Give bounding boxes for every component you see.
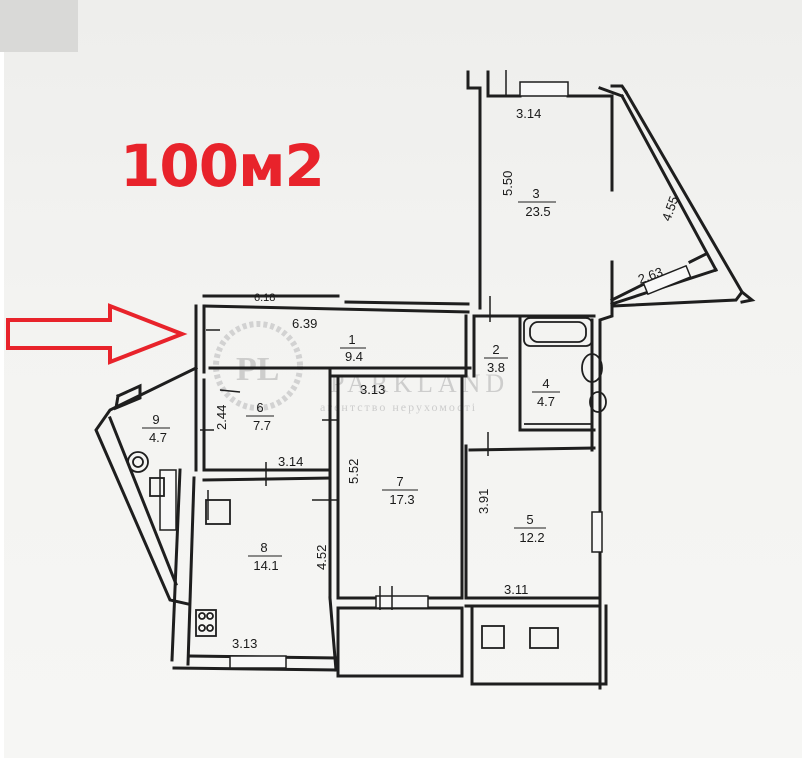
dim-room5-bottom: 3.11 (504, 582, 528, 597)
room-6-number: 6 (256, 400, 263, 415)
room-8-area: 14.1 (253, 558, 278, 573)
room-4: 4 4.7 (532, 376, 560, 409)
window-room8 (229, 655, 287, 669)
window-room5 (591, 511, 603, 553)
dim-hall-top: 6.18 (254, 292, 275, 304)
room-4-area: 4.7 (537, 394, 555, 409)
room-9-area: 4.7 (149, 430, 167, 445)
balcony-fixture-right (529, 627, 559, 649)
room-8: 8 14.1 (248, 540, 282, 573)
room-5: 5 12.2 (514, 512, 546, 545)
room-3-number: 3 (532, 186, 539, 201)
dim-hall-width: 6.39 (292, 316, 317, 331)
watermark-brand: PARKLAND (330, 369, 509, 398)
room-1-area: 9.4 (345, 349, 363, 364)
sink-balcony (149, 477, 165, 497)
sanitary-fixtures (127, 317, 607, 649)
paper-background (4, 0, 802, 758)
dimension-labels: 3.14 5.50 4.55 2.63 6.39 6.18 3.13 2.44 … (214, 106, 681, 651)
balcony-fixture-left (481, 625, 505, 649)
bathtub (523, 317, 593, 347)
room-7-area: 17.3 (389, 492, 414, 507)
dim-room7-top: 3.13 (360, 382, 385, 397)
walls (94, 70, 756, 690)
toilet-balcony (127, 451, 149, 473)
room-7-number: 7 (396, 474, 403, 489)
entrance-arrow (6, 303, 188, 365)
dim-room8-bottom: 3.13 (232, 636, 257, 651)
room-5-number: 5 (526, 512, 533, 527)
room-6: 6 7.7 (246, 400, 274, 433)
window-room3 (519, 81, 569, 97)
dim-room6-side: 2.44 (214, 405, 229, 430)
room-2-number: 2 (492, 342, 499, 357)
room-3-area: 23.5 (525, 204, 550, 219)
stove (195, 609, 217, 637)
room-5-area: 12.2 (519, 530, 544, 545)
room-6-area: 7.7 (253, 418, 271, 433)
scan-corner-shadow (0, 0, 78, 52)
window-room7 (375, 595, 429, 609)
sink (581, 353, 603, 383)
room-7: 7 17.3 (382, 474, 418, 507)
dim-room7-side: 5.52 (346, 459, 361, 484)
door-marks (200, 70, 507, 610)
dim-room6-bottom: 3.14 (278, 454, 303, 469)
area-badge: 100м2 (120, 132, 325, 200)
room-labels: 1 9.4 2 3.8 3 23.5 4 4.7 5 (142, 186, 560, 573)
room-9-number: 9 (152, 412, 159, 427)
watermark-seal (213, 321, 303, 411)
room-2-area: 3.8 (487, 360, 505, 375)
room-9: 9 4.7 (142, 412, 170, 445)
dim-room3-left: 5.50 (500, 171, 515, 196)
dim-room8-side: 4.52 (314, 545, 329, 570)
dim-room3-diag: 4.55 (659, 194, 682, 223)
kitchen-sink (205, 499, 231, 525)
toilet-room4 (589, 391, 607, 413)
room-3: 3 23.5 (518, 186, 556, 219)
room-1: 1 9.4 (340, 332, 366, 364)
watermark-subtitle: агентство нерухомості (320, 400, 477, 414)
watermark: PL PARKLAND агентство нерухомості (213, 321, 509, 414)
room-2: 2 3.8 (484, 342, 508, 375)
room-1-number: 1 (348, 332, 355, 347)
window-room3-side (642, 264, 692, 296)
room-8-number: 8 (260, 540, 267, 555)
dim-room3-top: 3.14 (516, 106, 541, 121)
dim-room5-side: 3.91 (476, 489, 491, 514)
bathtub-inner (529, 321, 587, 343)
room-4-number: 4 (542, 376, 549, 391)
window-balcony9 (159, 469, 177, 531)
